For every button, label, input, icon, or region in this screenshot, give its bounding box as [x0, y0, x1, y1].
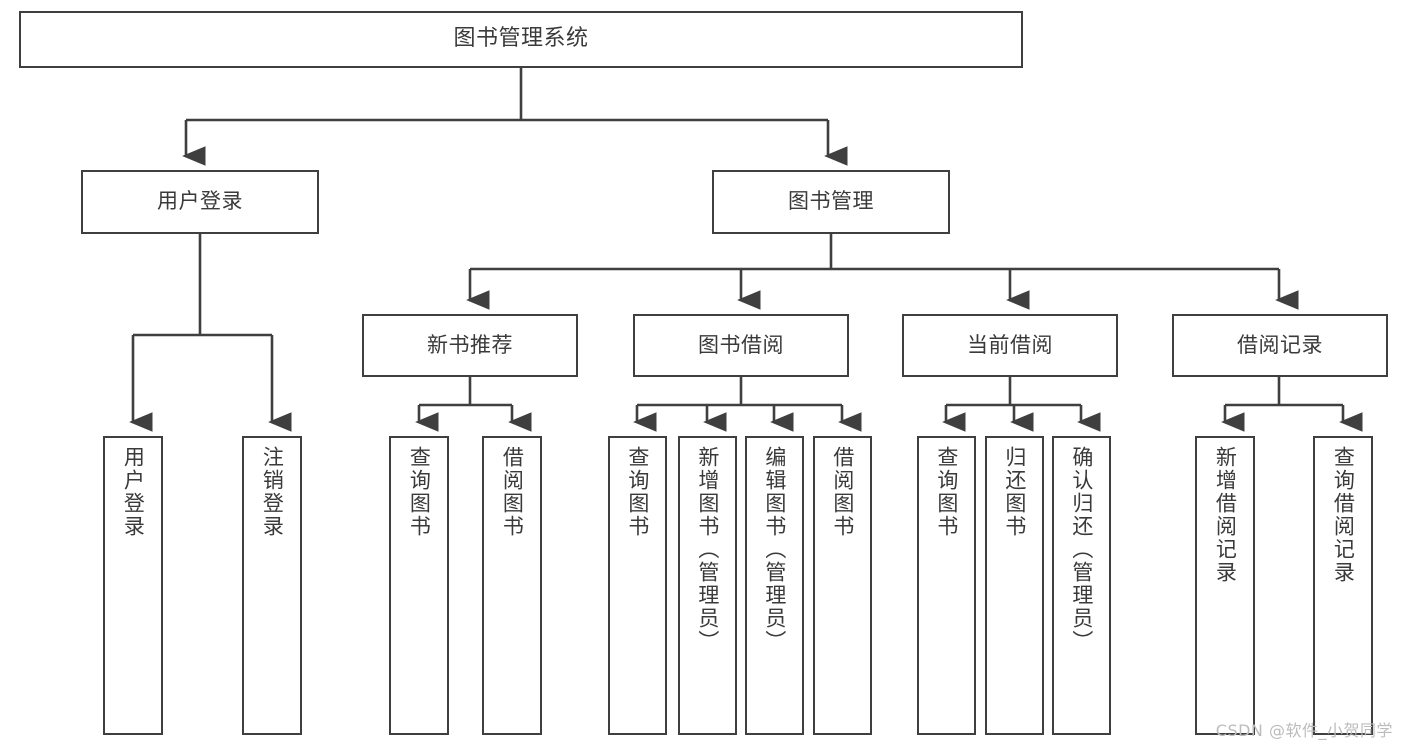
node-leaf-confirm-return-admin-label: 确认归还（管理员） [1069, 446, 1094, 653]
node-leaf-query-book-label: 查询图书 [625, 446, 650, 538]
watermark: CSDN @软件_小贺同学 [1215, 721, 1393, 740]
node-leaf-return-book-label: 归还图书 [1002, 446, 1027, 538]
node-leaf-add-book-admin[interactable]: 新增图书（管理员） [678, 436, 737, 735]
node-level3-current-borrow[interactable]: 当前借阅 [902, 314, 1118, 377]
node-root-label: 图书管理系统 [453, 26, 589, 52]
node-level3-new-book-recommend[interactable]: 新书推荐 [362, 314, 578, 377]
node-level2-book-management-label: 图书管理 [788, 189, 874, 214]
node-leaf-return-book[interactable]: 归还图书 [985, 436, 1044, 735]
node-level2-user-login[interactable]: 用户登录 [81, 170, 319, 234]
node-leaf-confirm-return-admin[interactable]: 确认归还（管理员） [1052, 436, 1111, 735]
node-leaf-add-borrow-record-label: 新增借阅记录 [1213, 446, 1238, 584]
node-leaf-user-logout-label: 注销登录 [260, 446, 285, 538]
node-leaf-edit-book-admin-label: 编辑图书（管理员） [762, 446, 787, 653]
node-leaf-add-book-admin-label: 新增图书（管理员） [695, 446, 720, 653]
node-leaf-query-book-current[interactable]: 查询图书 [917, 436, 976, 735]
node-level3-borrow-record[interactable]: 借阅记录 [1172, 314, 1388, 377]
node-root[interactable]: 图书管理系统 [19, 11, 1023, 68]
node-leaf-query-book-current-label: 查询图书 [934, 446, 959, 538]
node-leaf-borrow-book-new-label: 借阅图书 [500, 446, 525, 538]
node-level2-book-management[interactable]: 图书管理 [712, 170, 950, 234]
node-leaf-query-book-new-label: 查询图书 [407, 446, 432, 538]
node-level3-borrow-record-label: 借阅记录 [1237, 332, 1323, 357]
node-leaf-query-book[interactable]: 查询图书 [608, 436, 667, 735]
node-leaf-borrow-book-label: 借阅图书 [830, 446, 855, 538]
node-leaf-add-borrow-record[interactable]: 新增借阅记录 [1195, 436, 1255, 735]
node-leaf-user-login[interactable]: 用户登录 [103, 436, 163, 735]
node-leaf-borrow-book-new[interactable]: 借阅图书 [482, 436, 542, 735]
node-leaf-edit-book-admin[interactable]: 编辑图书（管理员） [745, 436, 804, 735]
node-leaf-query-borrow-record-label: 查询借阅记录 [1331, 446, 1356, 584]
node-leaf-query-book-new[interactable]: 查询图书 [389, 436, 449, 735]
node-level3-book-borrow-label: 图书借阅 [698, 332, 784, 357]
node-leaf-query-borrow-record[interactable]: 查询借阅记录 [1313, 436, 1373, 735]
node-level2-user-login-label: 用户登录 [157, 189, 243, 214]
node-leaf-user-logout[interactable]: 注销登录 [242, 436, 302, 735]
node-leaf-user-login-label: 用户登录 [121, 446, 146, 538]
node-level3-new-book-recommend-label: 新书推荐 [427, 332, 513, 357]
node-leaf-borrow-book[interactable]: 借阅图书 [813, 436, 872, 735]
node-level3-book-borrow[interactable]: 图书借阅 [633, 314, 849, 377]
node-level3-current-borrow-label: 当前借阅 [967, 332, 1053, 357]
